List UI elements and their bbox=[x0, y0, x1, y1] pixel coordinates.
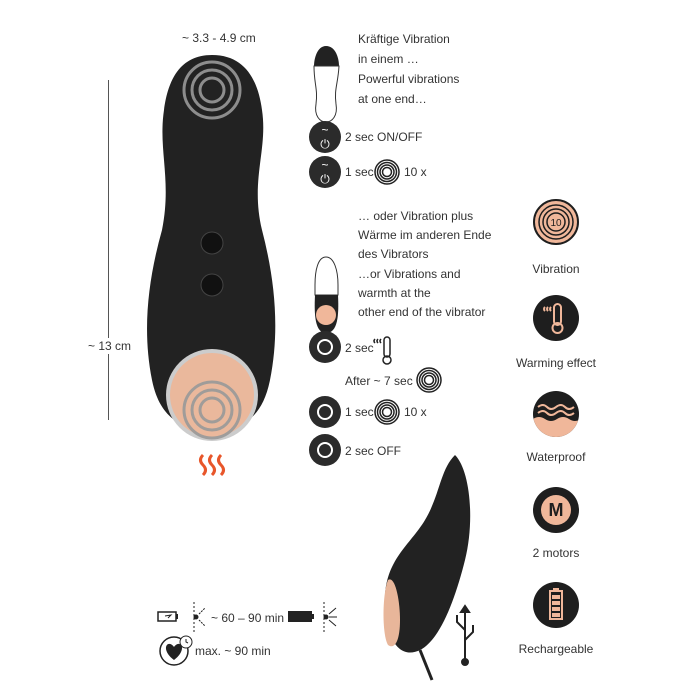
repeat-count: 10 x bbox=[404, 165, 427, 179]
feature-label: Vibration bbox=[532, 262, 580, 276]
charge-time: ~ 60 – 90 min bbox=[211, 611, 285, 625]
feature-badge: M bbox=[541, 495, 571, 525]
power-wave-button-icon: ~⏻ bbox=[309, 121, 341, 153]
heart-clock-icon bbox=[159, 635, 193, 666]
length-line bbox=[108, 80, 109, 420]
usb-icon bbox=[456, 604, 474, 666]
repeat-count: 10 x bbox=[404, 405, 427, 419]
feature-badge: 10 bbox=[550, 218, 562, 229]
waves-icon bbox=[533, 391, 579, 437]
mode2-line: … oder Vibration plus bbox=[358, 209, 474, 223]
mode2-line: Wärme im anderen Ende bbox=[358, 228, 492, 242]
mode2-step: 1 sec bbox=[345, 405, 374, 419]
charging-icons bbox=[157, 602, 337, 632]
heat-icon bbox=[199, 453, 225, 477]
feature-label: Warming effect bbox=[515, 356, 597, 370]
mode2-line: des Vibrators bbox=[358, 247, 429, 261]
battery-icon bbox=[533, 582, 579, 628]
mode2-step: After ~ 7 sec bbox=[345, 374, 413, 388]
feature-label: Rechargeable bbox=[518, 642, 594, 656]
vibration-10-icon: 10 bbox=[533, 199, 579, 245]
vibration-rings-icon bbox=[374, 399, 400, 425]
feature-label: Waterproof bbox=[526, 450, 586, 464]
round-button-icon bbox=[309, 434, 341, 466]
mode1-step: 1 sec bbox=[345, 165, 374, 179]
mode1-step: 2 sec ON/OFF bbox=[345, 130, 423, 144]
vibration-rings-icon bbox=[416, 367, 442, 393]
mode2-step: 2 sec bbox=[345, 341, 374, 355]
led-steady-icon bbox=[323, 602, 337, 632]
led-blinking-icon bbox=[193, 602, 206, 632]
motor-gear-icon: M bbox=[533, 487, 579, 533]
width-label: ~ 3.3 - 4.9 cm bbox=[182, 31, 256, 45]
full-battery-icon bbox=[288, 611, 314, 622]
run-time: max. ~ 90 min bbox=[195, 644, 271, 658]
mode2-step: 2 sec OFF bbox=[345, 444, 402, 458]
round-button-icon bbox=[309, 331, 341, 363]
mode1-line: in einem … bbox=[358, 52, 419, 66]
thermometer-icon bbox=[373, 336, 392, 365]
egg-warm-icon bbox=[314, 256, 339, 333]
mode1-line: Powerful vibrations bbox=[358, 72, 460, 86]
mode1-line: at one end… bbox=[358, 92, 427, 106]
empty-battery-charging-icon bbox=[157, 611, 178, 622]
mode2-line: warmth at the bbox=[358, 286, 431, 300]
length-label: ~ 13 cm bbox=[88, 338, 132, 354]
vibration-rings-icon bbox=[374, 159, 400, 185]
power-wave-button-icon: ~⏻ bbox=[309, 156, 341, 188]
mode2-line: …or Vibrations and bbox=[358, 267, 461, 281]
mode2-line: other end of the vibrator bbox=[358, 305, 486, 319]
feature-label: 2 motors bbox=[532, 546, 580, 560]
thermometer-icon bbox=[533, 295, 579, 341]
round-button-icon bbox=[309, 396, 341, 428]
mode1-line: Kräftige Vibration bbox=[358, 32, 450, 46]
egg-top-icon bbox=[313, 46, 340, 123]
